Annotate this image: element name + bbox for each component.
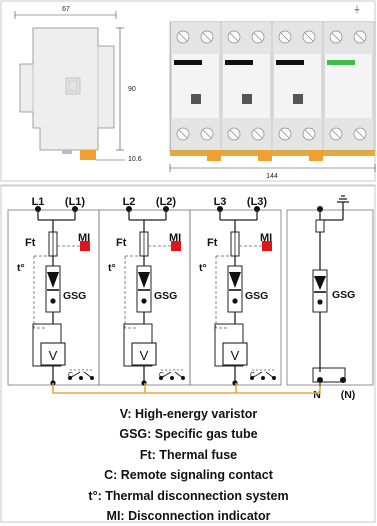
temp-label: t°	[108, 262, 116, 274]
din-clip	[207, 150, 221, 161]
terminal-line: L1	[32, 196, 45, 208]
black-status-indicator	[225, 60, 253, 65]
gas-tube-icon	[314, 276, 326, 290]
remote-contact-switch	[251, 371, 263, 379]
terminal-n-alt: (N)	[341, 389, 356, 401]
contact-label: C	[159, 372, 164, 379]
terminal-line-alt: (L3)	[247, 196, 268, 208]
mi-label: MI	[169, 232, 181, 244]
legend-item: MI: Disconnection indicator	[106, 509, 271, 524]
pole-3: L3 (L3) Ft MI t° GSG V C	[189, 196, 282, 386]
varistor	[131, 342, 157, 366]
foot-dimension: 10.6	[128, 156, 142, 163]
side-view: 67 90 10.6	[14, 6, 142, 163]
module-3	[272, 21, 323, 161]
contact-label: C	[250, 372, 255, 379]
din-clip	[309, 150, 323, 161]
neutral-gsg-label: GSG	[332, 289, 355, 301]
mi-label: MI	[260, 232, 272, 244]
mi-indicator	[262, 241, 272, 251]
front-view: ⏚ 144	[169, 5, 376, 180]
varistor	[222, 342, 248, 366]
neutral-module: GSG N (N)	[286, 195, 374, 401]
earth-symbol-icon: ⏚	[353, 5, 361, 14]
terminal-line-alt: (L2)	[156, 196, 177, 208]
mi-label: MI	[78, 232, 90, 244]
din-rail-strip	[170, 150, 375, 156]
module-4	[323, 21, 374, 151]
legend: V: High-energy varistor GSG: Specific ga…	[0, 404, 377, 526]
terminal-line: L3	[214, 196, 227, 208]
square-marker	[293, 94, 303, 104]
gas-tube-icon	[138, 272, 150, 288]
contact-terminal	[79, 376, 83, 380]
legend-item: t°: Thermal disconnection system	[88, 488, 289, 503]
gsg-label: GSG	[63, 290, 86, 302]
pole-2: L2 (L2) Ft MI t° GSG V C	[98, 196, 191, 386]
contact-label: C	[68, 372, 73, 379]
remote-contact-switch	[69, 371, 81, 379]
green-status-indicator	[327, 60, 355, 65]
legend-item: V: High-energy varistor	[119, 407, 258, 421]
width-dimension: 67	[62, 6, 70, 13]
legend-item: C: Remote signaling contact	[104, 468, 273, 483]
contact-terminal	[170, 376, 174, 380]
square-marker	[242, 94, 252, 104]
common-bus	[52, 383, 321, 394]
legend-item: Ft: Thermal fuse	[139, 447, 238, 462]
temp-label: t°	[199, 262, 207, 274]
ft-label: Ft	[207, 237, 218, 249]
square-marker	[191, 94, 201, 104]
mi-indicator	[80, 241, 90, 251]
din-clip	[80, 150, 96, 160]
gas-tube-icon	[47, 272, 59, 288]
varistor-label: V	[49, 348, 58, 363]
terminal-line-alt: (L1)	[65, 196, 86, 208]
legend-item: GSG: Specific gas tube	[119, 427, 258, 442]
height-dimension: 90	[128, 86, 136, 93]
length-dimension: 144	[266, 173, 278, 180]
ft-label: Ft	[25, 237, 36, 249]
neutral-box	[286, 209, 374, 386]
ft-label: Ft	[116, 237, 127, 249]
mi-indicator	[171, 241, 181, 251]
gsg-label: GSG	[245, 290, 268, 302]
contact-terminal	[261, 376, 265, 380]
black-status-indicator	[174, 60, 202, 65]
gas-tube-icon	[229, 272, 241, 288]
varistor-label: V	[231, 348, 240, 363]
logo-plate-icon	[65, 77, 81, 95]
varistor	[40, 342, 66, 366]
varistor-label: V	[140, 348, 149, 363]
module-1	[170, 21, 221, 161]
pole-1: L1 (L1) Ft MI t° GSG V C	[7, 196, 100, 386]
remote-contact-switch	[160, 371, 172, 379]
terminal-n: N	[313, 389, 321, 401]
terminal-line: L2	[123, 196, 136, 208]
black-status-indicator	[276, 60, 304, 65]
gsg-label: GSG	[154, 290, 177, 302]
module-2	[221, 21, 272, 161]
temp-label: t°	[17, 262, 25, 274]
din-clip	[258, 150, 272, 161]
